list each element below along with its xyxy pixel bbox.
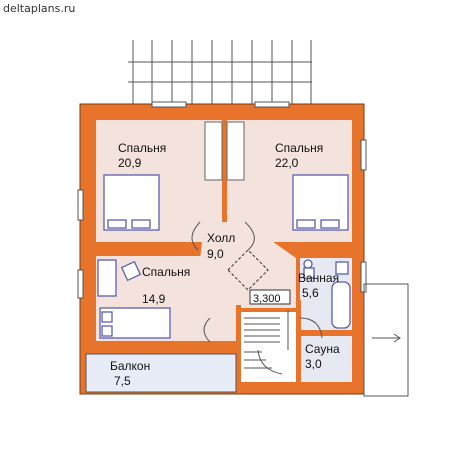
site-watermark: deltaplans.ru <box>3 2 76 15</box>
bedroom-2-area: 22,0 <box>275 156 299 170</box>
sauna-label: Сауна <box>305 342 340 356</box>
pergola <box>128 40 312 104</box>
bedroom-3-area: 14,9 <box>142 292 166 306</box>
doors <box>191 221 323 343</box>
stairs <box>244 310 289 375</box>
balcony-floor <box>85 353 237 393</box>
windows <box>77 101 367 299</box>
hall-skylight <box>227 249 269 291</box>
bedroom-1-label: Спальня <box>118 141 166 155</box>
hall-area: 9,0 <box>207 247 224 261</box>
bed-1 <box>103 174 160 231</box>
bed-3 <box>99 307 171 339</box>
bed-2 <box>292 174 349 231</box>
hall-label: Холл <box>207 231 235 245</box>
sauna-floor <box>300 336 352 382</box>
terrace <box>363 283 409 397</box>
level-mark-box <box>249 289 291 305</box>
bath-fixtures <box>303 259 351 329</box>
bedroom-1-area: 20,9 <box>118 156 142 170</box>
bedroom-2-label: Спальня <box>275 141 323 155</box>
sauna-area: 3,0 <box>305 357 322 371</box>
bedroom-3-label: Спальня <box>142 265 190 279</box>
closets <box>204 121 245 181</box>
bathroom-label: Ванная <box>298 271 339 285</box>
balcony-label: Балкон <box>110 359 150 373</box>
desk-chair <box>97 259 142 297</box>
balcony-area: 7,5 <box>114 374 131 388</box>
level-mark: 3,300 <box>253 293 281 305</box>
hall-floor <box>200 222 296 308</box>
bathroom-area: 5,6 <box>302 286 319 300</box>
interior-walls <box>96 120 352 385</box>
